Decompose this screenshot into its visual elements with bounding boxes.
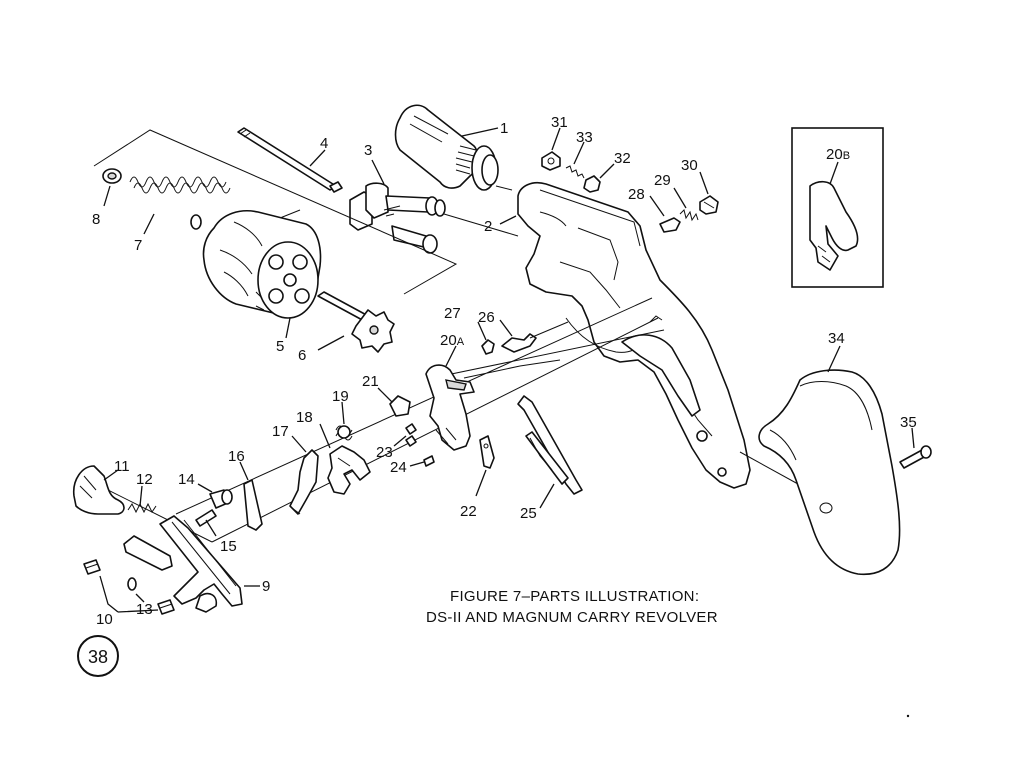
label-22: 22 [460, 503, 477, 520]
assembly-guide-trigger-frame [431, 329, 665, 379]
label-19: 19 [332, 388, 349, 405]
part-28-firing-pin [659, 217, 681, 233]
part-20b-trigger-alt [809, 180, 859, 271]
label-29: 29 [654, 172, 671, 189]
part-3-crane [349, 182, 446, 254]
part-1-barrel [394, 104, 499, 191]
scan-speck [906, 714, 910, 718]
label-25: 25 [520, 505, 537, 522]
inset-box-20b [791, 127, 884, 288]
part-11-cylinder-latch [72, 465, 125, 515]
label-20a: 20A [440, 332, 465, 349]
label-21: 21 [362, 373, 379, 390]
part-7-ejector-spring [129, 176, 231, 230]
label-6: 6 [298, 347, 306, 364]
part-6-ejector [317, 291, 395, 353]
part-10-screw-lower [157, 599, 175, 615]
label-3: 3 [364, 142, 372, 159]
part-5-cylinder [202, 210, 322, 319]
label-31: 31 [551, 114, 568, 131]
label-16: 16 [228, 448, 245, 465]
label-12: 12 [136, 471, 153, 488]
part-15-pin [195, 509, 217, 527]
part-16-pawl [243, 479, 263, 531]
part-31-nut [541, 151, 561, 171]
assembly-guide-barrel-frame [495, 185, 513, 191]
part-26-hand [501, 321, 569, 353]
label-33: 33 [576, 129, 593, 146]
assembly-guide-grip [739, 451, 799, 485]
part-17-transfer-bar [289, 449, 319, 515]
label-34: 34 [828, 330, 845, 347]
label-35: 35 [900, 414, 917, 431]
label-32: 32 [614, 150, 631, 167]
label-15: 15 [220, 538, 237, 555]
part-8-washer [102, 168, 122, 184]
assembly-guide-cylinder-axis [279, 209, 301, 219]
part-20a-hammer [425, 364, 475, 451]
label-11: 11 [114, 458, 130, 475]
page-number-badge: 38 [77, 635, 119, 677]
part-10-screw-upper [83, 559, 101, 575]
label-7: 7 [134, 237, 142, 254]
part-18-cylinder-stop [327, 445, 371, 495]
part-32-plunger [583, 175, 601, 193]
assembly-guide-upper [93, 129, 458, 295]
label-1: 1 [500, 120, 508, 137]
label-30: 30 [681, 157, 698, 174]
part-27-pin [481, 339, 495, 355]
label-26: 26 [478, 309, 495, 326]
part-25-mainspring [517, 395, 583, 495]
part-34-grip [758, 369, 901, 576]
figure-caption-line1: FIGURE 7–PARTS ILLUSTRATION: [450, 588, 699, 605]
part-9-trigger-guard [123, 515, 243, 613]
label-24: 24 [390, 459, 407, 476]
part-12-latch-spring [127, 502, 157, 514]
label-18: 18 [296, 409, 313, 426]
label-4: 4 [320, 135, 328, 152]
part-14-plunger [209, 489, 233, 509]
label-14: 14 [178, 471, 195, 488]
label-27: 27 [444, 305, 461, 322]
part-30-bushing [699, 195, 719, 215]
label-9: 9 [262, 578, 270, 595]
part-29-spring [679, 209, 699, 222]
label-5: 5 [276, 338, 284, 355]
assembly-guide-lower [83, 297, 659, 543]
label-23: 23 [376, 444, 393, 461]
part-2-frame [517, 181, 751, 489]
label-20b: 20B [826, 146, 850, 163]
figure-caption-line2: DS-II AND MAGNUM CARRY REVOLVER [426, 609, 718, 626]
part-19-spring [335, 425, 353, 441]
part-35-grip-screw [899, 445, 932, 469]
label-8: 8 [92, 211, 100, 228]
label-13: 13 [136, 601, 153, 618]
label-10: 10 [96, 611, 113, 628]
part-23-pin [405, 423, 417, 447]
label-28: 28 [628, 186, 645, 203]
page-number: 38 [88, 647, 108, 667]
part-21-plate [389, 395, 411, 417]
label-17: 17 [272, 423, 289, 440]
label-2: 2 [484, 218, 492, 235]
part-33-spring [565, 165, 585, 179]
part-22-link [479, 435, 495, 469]
part-24-spring [423, 455, 435, 467]
part-13-pin [127, 577, 137, 591]
part-4-ejector-rod [237, 127, 343, 193]
assembly-guide-crane-frame [443, 213, 519, 237]
